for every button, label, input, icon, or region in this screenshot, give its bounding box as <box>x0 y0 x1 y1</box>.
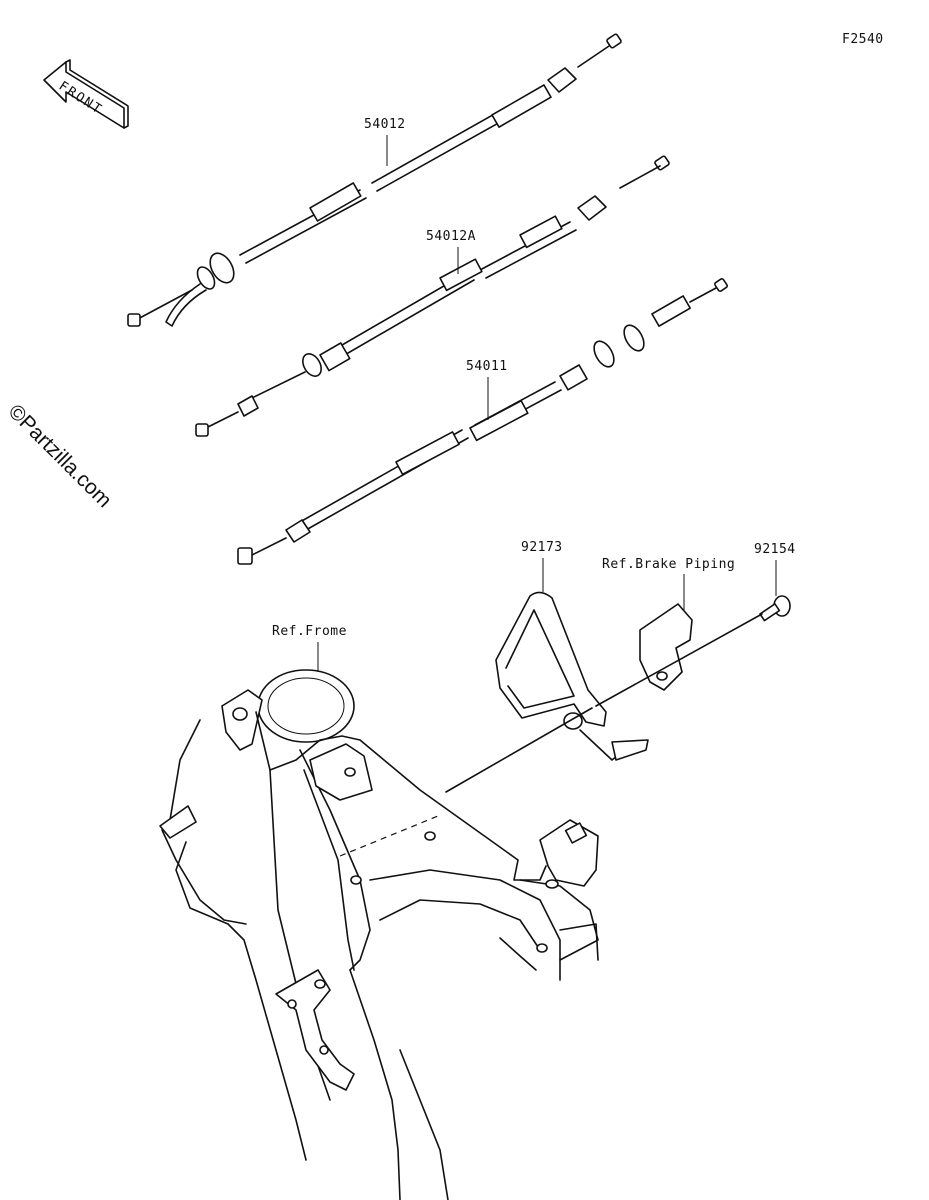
ref-frame-label: Ref.Frome <box>272 624 347 639</box>
part-label-92173[interactable]: 92173 <box>521 540 563 555</box>
part-label-54011[interactable]: 54011 <box>466 359 508 374</box>
part-label-54012[interactable]: 54012 <box>364 117 406 132</box>
frame <box>159 669 599 1200</box>
bracket-92173[interactable] <box>495 591 649 761</box>
part-label-54012a[interactable]: 54012A <box>426 229 476 244</box>
part-label-92154[interactable]: 92154 <box>754 542 796 557</box>
bolt-92154[interactable] <box>445 595 791 793</box>
cable-54012[interactable] <box>127 33 622 327</box>
cable-54011[interactable] <box>237 278 728 565</box>
leader-lines <box>317 135 777 672</box>
cable-54012a[interactable] <box>195 155 670 437</box>
ref-brake-piping-label: Ref.Brake Piping <box>602 557 736 572</box>
front-arrow-icon: FRONT <box>43 59 129 129</box>
diagram-code: F2540 <box>842 32 884 47</box>
